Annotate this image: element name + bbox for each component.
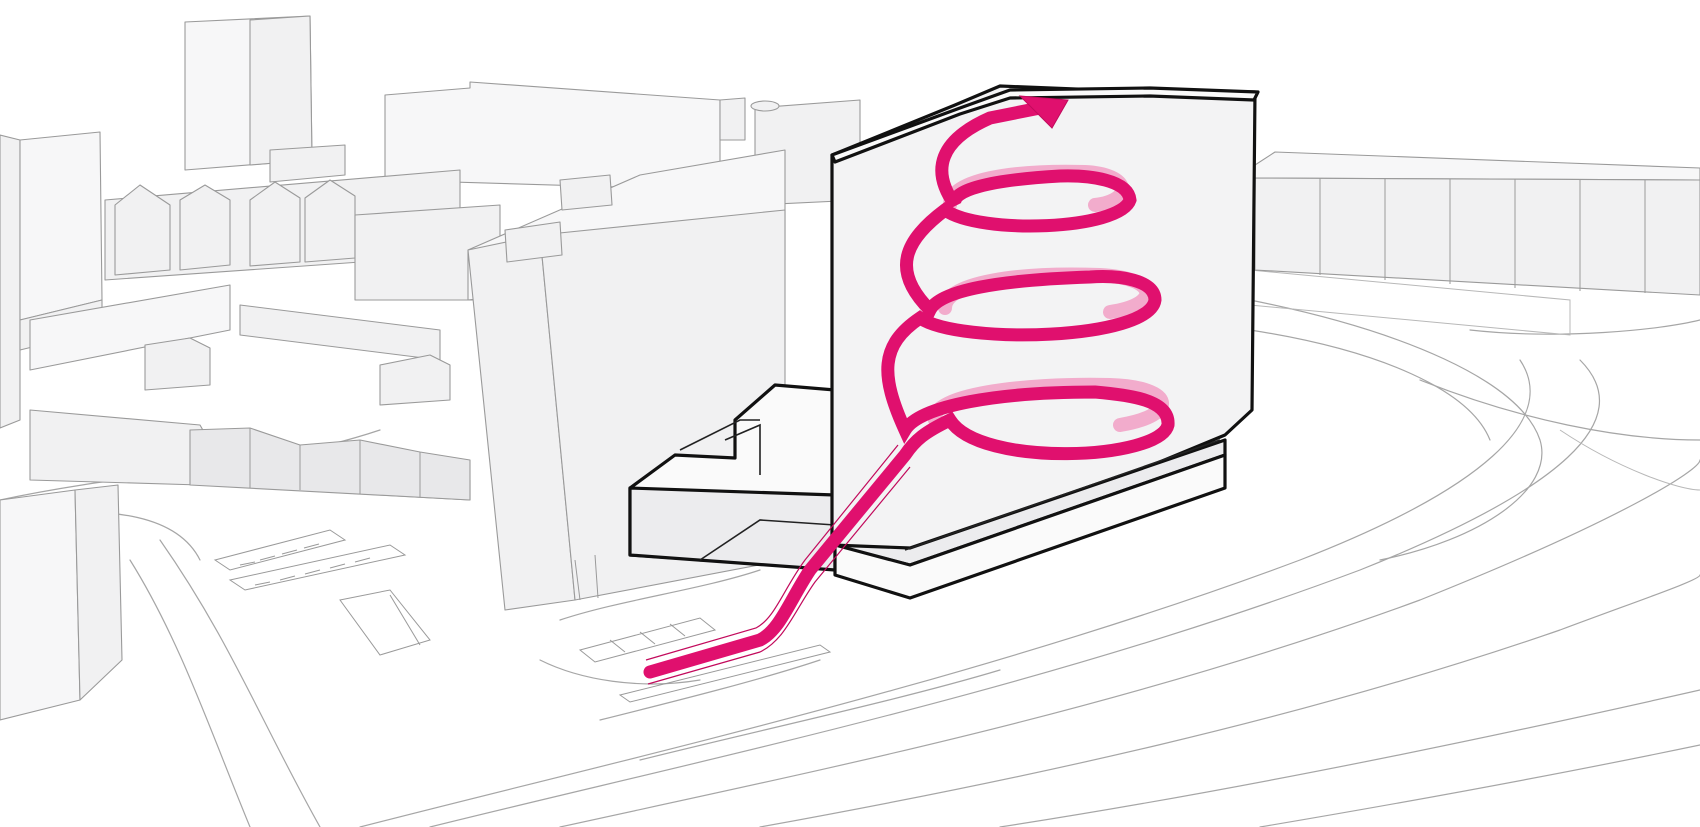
parking-lots [213, 529, 832, 703]
road-network [0, 269, 1700, 827]
arrow-head-icon [1018, 95, 1069, 129]
spiral-ribbon [643, 101, 1175, 685]
